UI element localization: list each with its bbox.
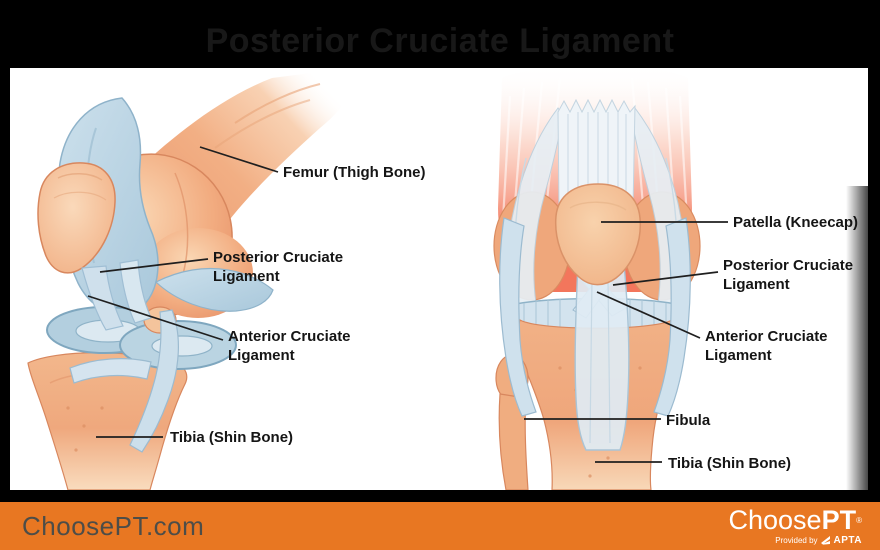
label-acl: Anterior Cruciate Ligament: [228, 328, 351, 364]
pcl-shape: [81, 265, 124, 331]
lateral-knee-panel: Femur (Thigh Bone) Posterior Cruciate Li…: [10, 68, 440, 490]
illustration-board: Femur (Thigh Bone) Posterior Cruciate Li…: [10, 68, 868, 490]
patella-shape: [37, 162, 116, 274]
label-tibia: Tibia (Shin Bone): [668, 455, 792, 472]
lateral-knee-illustration: [27, 68, 353, 490]
page-title: Posterior Cruciate Ligament: [205, 22, 675, 60]
footer-bar: ChoosePT.com ChoosePT® Provided by APTA: [0, 502, 880, 550]
apta-text: APTA: [833, 535, 862, 546]
patellar-tendon-shape: [574, 262, 630, 451]
anterior-knee-illustration: [493, 68, 728, 490]
lateral-collateral-ligament-shape: [499, 217, 537, 417]
label-patella: Patella (Kneecap): [733, 214, 859, 231]
right-edge-shadow: [846, 186, 868, 490]
meniscus-striations: [523, 299, 667, 329]
label-tibia: Tibia (Shin Bone): [170, 429, 294, 446]
patella-shape: [554, 183, 642, 286]
anterior-knee-panel: Patella (Kneecap) Posterior Cruciate Lig…: [440, 68, 868, 490]
label-pcl: Posterior Cruciate Ligament: [213, 249, 344, 285]
lateral-ligament-shape: [129, 309, 179, 453]
choosept-logo: ChoosePT® Provided by APTA: [728, 505, 863, 547]
tibia-wrap-ligament-shape: [69, 358, 152, 384]
medial-collateral-ligament-shape: [653, 217, 691, 417]
leader-lines: [87, 146, 279, 438]
provided-by-text: Provided by: [775, 536, 818, 545]
label-pcl: Posterior Cruciate Ligament: [723, 257, 854, 293]
cartilage-underwrap-shape: [154, 267, 274, 312]
logo-choose-text: Choose: [728, 505, 822, 535]
acl-shape: [119, 259, 152, 324]
logo-pt-text: PT: [821, 505, 857, 535]
website-url: ChoosePT.com: [22, 511, 205, 541]
footer-divider: [0, 490, 880, 502]
registered-mark: ®: [856, 516, 862, 525]
leader-lines: [524, 221, 728, 463]
label-femur: Femur (Thigh Bone): [283, 164, 426, 181]
label-fibula: Fibula: [666, 412, 711, 429]
label-acl: Anterior Cruciate Ligament: [705, 328, 828, 364]
apta-flag-icon: [820, 536, 830, 545]
